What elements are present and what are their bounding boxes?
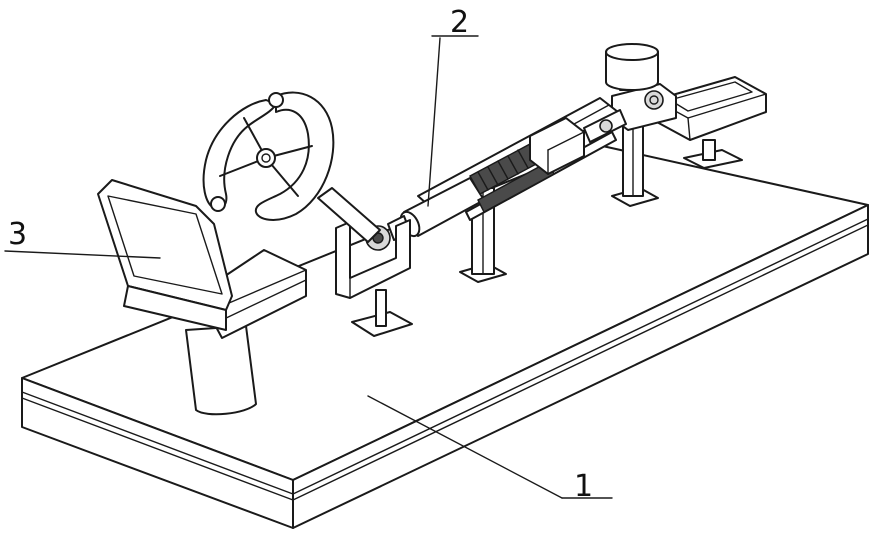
seat-cushion-edge-2 — [221, 279, 307, 321]
label-part-2: 2 — [450, 5, 469, 40]
steering-wheel-grip-top — [268, 92, 284, 108]
u-bracket — [335, 219, 411, 299]
leader-line-2 — [427, 37, 441, 207]
hopper-post — [702, 139, 716, 161]
right-shaft-joint — [599, 119, 613, 133]
thread-ribs — [477, 149, 529, 191]
leader-line-3 — [4, 250, 161, 259]
steering-wheel-rim-right — [254, 91, 335, 221]
steering-unit — [202, 91, 413, 337]
feed-tray-corner — [687, 117, 691, 141]
feed-unit — [605, 43, 767, 207]
right-bearing-hub — [649, 95, 659, 105]
leader-line-1 — [367, 395, 563, 499]
label-part-1: 1 — [574, 469, 593, 504]
base-edge-line-lower — [21, 224, 869, 501]
steering-wheel-hub-center — [261, 153, 271, 163]
steering-wheel-grip-bottom — [210, 196, 226, 212]
leader-lines — [4, 35, 613, 499]
seat — [97, 179, 307, 416]
middle-clamp-edge — [547, 131, 585, 151]
shaft-assembly — [387, 97, 627, 283]
steering-wheel-hub — [256, 148, 276, 168]
motor-body — [605, 51, 659, 91]
right-bearing — [644, 90, 664, 110]
threaded-section-lower — [477, 161, 555, 213]
label-part-3: 3 — [8, 217, 27, 252]
base-right-side — [292, 204, 869, 529]
seat-pedestal — [185, 325, 257, 416]
seat-backrest-face — [107, 195, 223, 295]
seat-backrest-bottom — [123, 285, 227, 331]
bracket-post — [375, 289, 387, 327]
base-edge-line-upper — [21, 218, 869, 495]
motor-top — [605, 43, 659, 61]
feed-tray-inner — [669, 81, 753, 112]
steering-column — [317, 187, 381, 243]
